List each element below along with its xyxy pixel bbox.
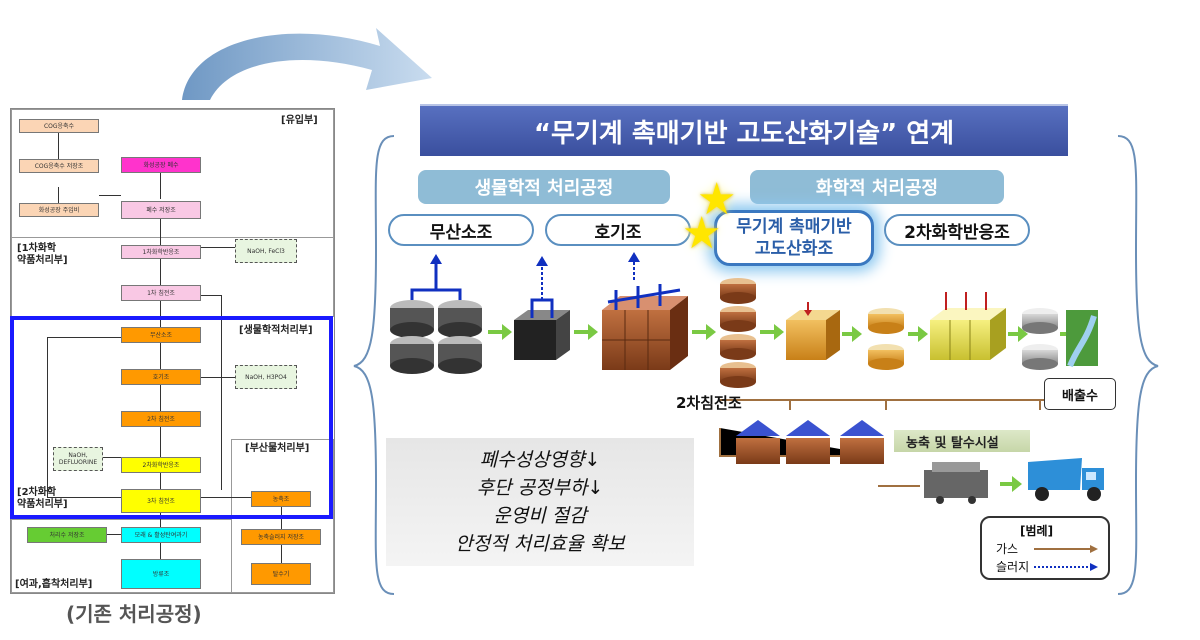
effect-item: 안정적 처리효율 확보 <box>455 533 625 555</box>
dump-truck-icon <box>1028 458 1104 501</box>
effects-panel: 폐수성상영향↓ 후단 공정부하↓ 운영비 절감 안정적 처리효율 확보 <box>386 438 694 566</box>
aerobic-tank <box>602 252 688 370</box>
box-react2: 2차화학반응조 <box>121 457 201 473</box>
box-settle1: 1차 침전조 <box>121 285 201 301</box>
box-react1: 1차화학반응조 <box>121 245 201 259</box>
catalyst-oxidation-tank <box>786 302 840 360</box>
box-settle2: 2차 침전조 <box>121 411 201 427</box>
effect-item: 폐수성상영향↓ <box>479 449 601 471</box>
box-aerobic: 호기조 <box>121 369 201 385</box>
legend-sludge-label: 슬러지 <box>996 560 1030 574</box>
discharge-landscape-icon <box>1066 310 1098 368</box>
settling-tanks-stack <box>720 278 756 388</box>
box-coke-feed: 화성공장 주입비 <box>19 203 99 217</box>
box-cog: COG응축수 <box>19 119 99 133</box>
right-brace <box>1117 135 1159 595</box>
legend-gas-label: 가스 <box>996 542 1019 556</box>
label-settle2: 2차침전조 <box>676 394 742 412</box>
box-thick: 농축조 <box>251 491 311 507</box>
label-discharge: 배출수 <box>1044 378 1116 410</box>
star-icon: ★ <box>682 208 722 259</box>
box-sand-carbon: 모래 & 활성탄여과기 <box>121 527 201 543</box>
legend: [범례] 가스 슬러지 <box>980 516 1110 580</box>
bio-section-highlight <box>10 316 333 519</box>
box-treated-tank: 처리수 저장조 <box>27 527 107 543</box>
black-tank <box>514 256 570 360</box>
box-settle3: 3차 침전조 <box>121 489 201 513</box>
legend-sludge-arrow-icon <box>1034 563 1098 571</box>
unit-catalyst-line1: 무기계 촉매기반 <box>736 217 852 237</box>
box-discharge: 방류조 <box>121 559 201 589</box>
legend-title: [범례] <box>1020 524 1054 538</box>
legend-gas-arrow-icon <box>1034 545 1098 553</box>
section-label-filter: [여과,흡착처리부] <box>15 579 93 590</box>
section-label-byproduct: [부산물처리부] <box>245 443 310 454</box>
section-label-chem1: [1차화학 약품처리부] <box>17 243 68 266</box>
anoxic-tanks <box>390 254 482 374</box>
category-chem: 화학적 처리공정 <box>750 170 1004 204</box>
section-label-bio: [생물학적처리부] <box>239 325 313 336</box>
box-cog-tank: COG응축수 저장조 <box>19 159 99 173</box>
unit-catalyst-oxidation: 무기계 촉매기반 고도산화조 <box>714 210 874 266</box>
curved-arrow <box>182 28 432 100</box>
box-anoxic: 무산소조 <box>121 327 201 343</box>
chem-input-2: NaOH, H3PO4 <box>235 365 297 389</box>
chem-input-3: NaOH, DEFLUORINE <box>53 447 103 471</box>
unit-aerobic: 호기조 <box>545 214 691 246</box>
label-dewater: 농축 및 탈수시설 <box>894 430 1030 452</box>
category-bio: 생물학적 처리공정 <box>418 170 670 204</box>
thickener-tanks <box>736 420 884 464</box>
process-illustration <box>390 252 1104 504</box>
page-title: “무기계 촉매기반 고도산화기술” 연계 <box>420 104 1068 156</box>
box-sludge-tank: 농축슬러지 저장조 <box>241 529 321 545</box>
oxidation-clarifiers <box>868 308 904 370</box>
left-brace <box>353 135 395 595</box>
section-label-inflow: [유입부] <box>281 115 318 126</box>
unit-anoxic: 무산소조 <box>388 214 534 246</box>
box-dewater: 탈수기 <box>251 563 311 585</box>
legacy-process-caption: (기존 처리공정) <box>66 602 202 626</box>
star-icon: ★ <box>697 174 737 225</box>
effect-item: 후단 공정부하↓ <box>476 477 604 499</box>
unit-react2: 2차화학반응조 <box>884 214 1030 246</box>
react2-tank <box>930 292 1006 360</box>
unit-catalyst-line2: 고도산화조 <box>754 239 834 259</box>
chem-input-1: NaOH, FeCl3 <box>235 239 297 263</box>
box-coke-waste: 화성공장 폐수 <box>121 157 201 173</box>
final-clarifiers <box>1022 308 1058 370</box>
section-label-chem2: [2차화학 약품처리부] <box>17 487 68 510</box>
legacy-process-diagram: [유입부] [1차화학 약품처리부] [생물학적처리부] [부산물처리부] [2… <box>10 108 335 594</box>
box-waste-tank: 폐수 저장조 <box>121 201 201 219</box>
dewatering-machine <box>924 462 988 504</box>
effect-item: 운영비 절감 <box>493 505 587 527</box>
